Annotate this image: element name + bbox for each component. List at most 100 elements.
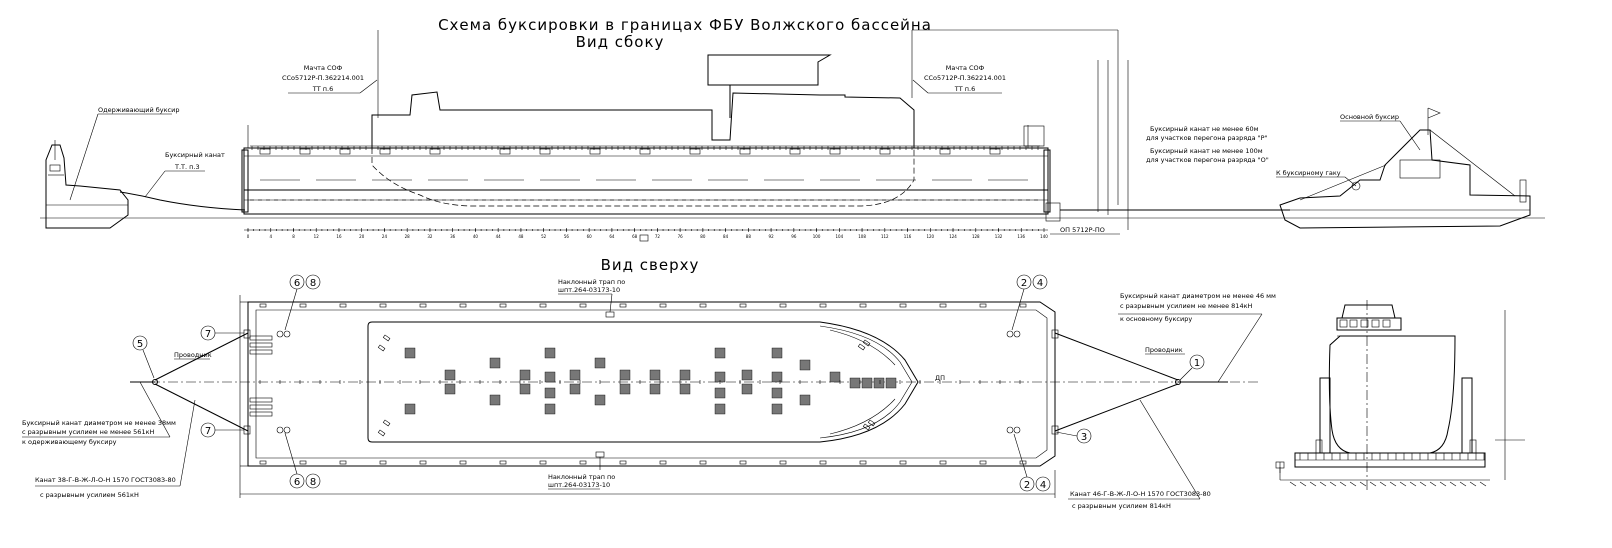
drawing-title: Схема буксировки в границах ФБУ Волжског… [438, 16, 932, 34]
rope-left-line1: Буксирный канат диаметром не менее 38мм [22, 419, 176, 427]
marker-8-top: 6 8 [284, 274, 321, 331]
marker-2-bottom-label: 2 [1024, 480, 1030, 491]
frame-label: 56 [564, 234, 570, 239]
frame-label: 124 [949, 234, 957, 239]
marker-6-top-label: 6 [294, 278, 300, 289]
side-view: Одерживающий буксир Буксирный канат Т.Т.… [40, 29, 1545, 242]
barge-side [241, 125, 1061, 222]
frame-label: 76 [678, 234, 684, 239]
ladder-top-line1: Наклонный трап по [558, 278, 625, 286]
to-hook-label: К буксирному гаку [1276, 169, 1341, 177]
rope-note-line1: Буксирный канат не менее 60м [1150, 125, 1259, 133]
frame-label: 16 [336, 234, 342, 239]
ladder-top-line2: шпт.264-03173-10 [558, 286, 620, 294]
frame-label: 8 [292, 234, 295, 239]
vessel-outline-side [371, 29, 1129, 230]
rope-left-line3: к одерживающему буксиру [22, 438, 117, 446]
marker-4-bottom: 2 4 [1013, 433, 1051, 492]
frame-label: 44 [496, 234, 502, 239]
ladder-bottom-line2: шпт.264-03173-10 [548, 481, 610, 489]
rope-right-line2: с разрывным усилием не менее 814кН [1120, 302, 1253, 310]
mast-left-line1: Мачта СОФ [304, 64, 343, 72]
rope-right-spec-line1: Канат 46-Г-В-Ж-Л-О-Н 1570 ГОСТ3083-80 [1070, 490, 1211, 498]
marker-8-bottom: 6 8 [284, 432, 321, 489]
vessel-code: ОП 5712Р-ПО [1060, 226, 1105, 234]
rope-note-line4: для участков перегона разряда "О" [1146, 156, 1269, 164]
side-view-label: Вид сбоку [576, 33, 665, 51]
frame-label: 40 [473, 234, 479, 239]
marker-8-bottom-label: 8 [310, 477, 316, 488]
frame-label: 112 [881, 234, 889, 239]
frame-label: 136 [1017, 234, 1025, 239]
frame-label: 64 [609, 234, 615, 239]
rope-left-spec-line2: с разрывным усилием 561кН [40, 491, 139, 499]
top-view-label: Вид сверху [601, 256, 700, 274]
frame-label: 68 [632, 234, 638, 239]
frame-label: 24 [382, 234, 388, 239]
rope-right-line3: к основному буксиру [1120, 315, 1192, 323]
marker-5-label: 5 [137, 339, 143, 350]
frame-label: 132 [995, 234, 1003, 239]
frame-label: 140 [1040, 234, 1048, 239]
frame-label: 4 [269, 234, 272, 239]
frame-label: 36 [450, 234, 456, 239]
frame-label: 100 [813, 234, 821, 239]
frame-label: 92 [769, 234, 775, 239]
cross-section-view [1275, 300, 1525, 490]
marker-4-top: 2 4 [1011, 274, 1048, 331]
cargo-blocks [377, 334, 897, 437]
frame-label: 28 [405, 234, 411, 239]
marker-6-bottom-label: 6 [294, 477, 300, 488]
guide-left-label: Проводник [174, 351, 212, 359]
frame-label: 104 [835, 234, 843, 239]
marker-5: 5 [132, 335, 155, 379]
marker-2-top-label: 2 [1021, 278, 1027, 289]
frame-label: 108 [858, 234, 866, 239]
vessel-top-outline [367, 321, 919, 443]
marker-4-bottom-label: 4 [1040, 480, 1046, 491]
frame-label: 120 [926, 234, 934, 239]
marker-3: 3 [1055, 428, 1092, 444]
marker-1-label: 1 [1194, 358, 1200, 369]
frame-label: 12 [314, 234, 320, 239]
rope-right-line1: Буксирный канат диаметром не менее 46 мм [1120, 292, 1276, 300]
tow-rope-label: Буксирный канат [165, 151, 225, 159]
mast-right-line3: ТТ п.6 [954, 85, 975, 93]
marker-1: 1 [1179, 354, 1205, 381]
rope-left-spec-line1: Канат 38-Г-В-Ж-Л-О-Н 1570 ГОСТ3083-80 [35, 476, 176, 484]
frame-label: 60 [587, 234, 593, 239]
towing-bridles [130, 332, 1228, 432]
main-tug-side [1279, 107, 1531, 229]
marker-7-bottom: 7 [200, 422, 244, 438]
marker-4-top-label: 4 [1037, 278, 1043, 289]
marker-7-bottom-label: 7 [205, 426, 211, 437]
rope-right-spec-line2: с разрывным усилием 814кН [1072, 502, 1171, 510]
frame-label: 88 [746, 234, 752, 239]
rope-note-line2: для участков перегона разряда "Р" [1146, 134, 1268, 142]
tow-rope-ref: Т.Т. п.3 [174, 163, 200, 171]
mast-right-line2: ССо5712Р-П.362214.001 [924, 74, 1006, 82]
holding-tug-side [45, 140, 129, 229]
frame-label: 0 [247, 234, 250, 239]
frame-label: 96 [791, 234, 797, 239]
frame-label: 20 [359, 234, 365, 239]
mast-left-line2: ССо5712Р-П.362214.001 [282, 74, 364, 82]
frame-label: 32 [427, 234, 433, 239]
guide-right-label: Проводник [1145, 346, 1183, 354]
top-view: 6 8 7 5 7 6 8 2 4 [22, 274, 1276, 510]
dp-label: ДП [935, 374, 945, 382]
rope-note-line3: Буксирный канат не менее 100м [1150, 147, 1263, 155]
marker-3-label: 3 [1081, 432, 1087, 443]
frame-label: 128 [972, 234, 980, 239]
holding-tug-label: Одерживающий буксир [98, 106, 179, 114]
marker-7-top: 7 [200, 325, 244, 341]
frame-label: 72 [655, 234, 661, 239]
mast-left-line3: ТТ п.6 [312, 85, 333, 93]
marker-7-top-label: 7 [205, 329, 211, 340]
frame-label: 116 [904, 234, 912, 239]
main-tug-label: Основной буксир [1340, 113, 1399, 121]
marker-8-top-label: 8 [310, 278, 316, 289]
frame-label: 52 [541, 234, 547, 239]
ladder-bottom-line1: Наклонный трап по [548, 473, 615, 481]
